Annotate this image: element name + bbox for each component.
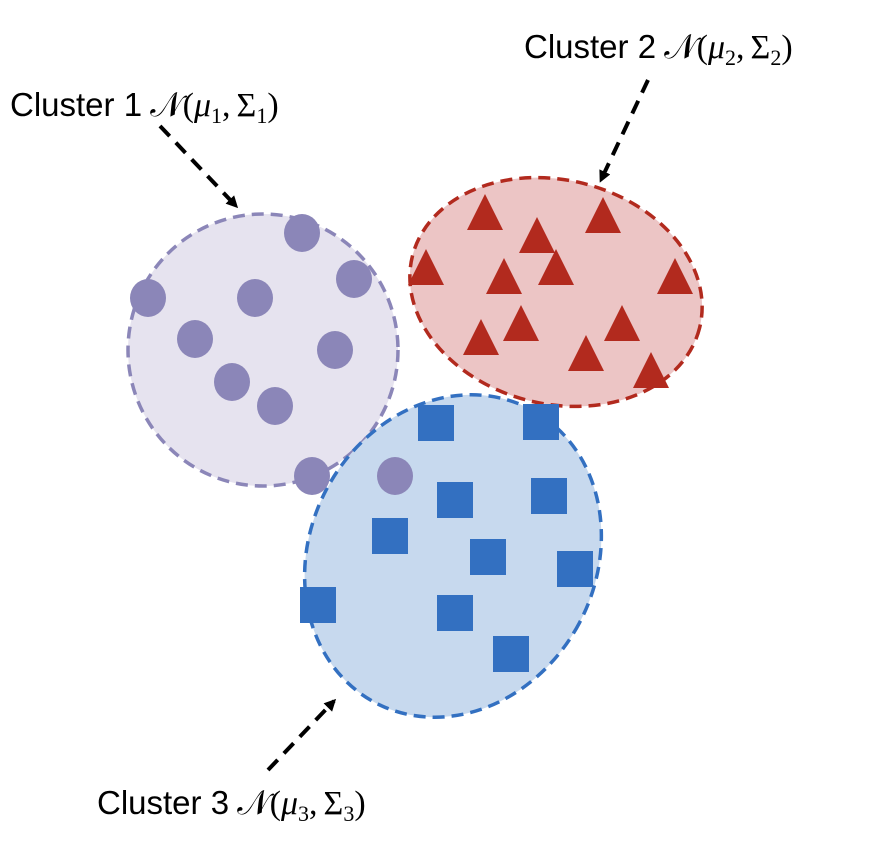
cluster-1-arrow [158, 124, 239, 209]
cluster-1-point [377, 457, 413, 495]
cluster-3-point [418, 405, 454, 441]
cluster-1-point [257, 387, 293, 425]
cluster-1-point [130, 279, 166, 317]
cluster-2-point [585, 197, 621, 233]
cluster-1-points [130, 214, 413, 495]
cluster-2-point [467, 194, 503, 230]
cluster-3-points [300, 404, 593, 672]
cluster-2-points [408, 194, 693, 388]
cluster-1-point [336, 260, 372, 298]
cluster-3-point [523, 404, 559, 440]
cluster-2-point [568, 335, 604, 371]
cluster-2-arrow [599, 79, 650, 183]
cluster-1-point [237, 279, 273, 317]
cluster-3-point [372, 518, 408, 554]
cluster-2-point [538, 249, 574, 285]
cluster-1-point [214, 363, 250, 401]
cluster-1-point [317, 331, 353, 369]
cluster-2-point [519, 217, 555, 253]
cluster-2-point [408, 249, 444, 285]
cluster-3-point [470, 539, 506, 575]
cluster-1-point [177, 320, 213, 358]
cluster-3-arrow [266, 698, 337, 772]
cluster-2-point [463, 319, 499, 355]
cluster-1-point [284, 214, 320, 252]
cluster-3-point [437, 595, 473, 631]
cluster-3-point [557, 551, 593, 587]
cluster-2-point [604, 305, 640, 341]
cluster-3-point [300, 587, 336, 623]
cluster-1-region [126, 212, 400, 488]
cluster-3-point [493, 636, 529, 672]
cluster-2-point [503, 305, 539, 341]
cluster-2-point [657, 258, 693, 294]
cluster-2-point [633, 352, 669, 388]
cluster-2-point [486, 258, 522, 294]
cluster-3-point [437, 482, 473, 518]
cluster-3-point [531, 478, 567, 514]
cluster-1-point [294, 457, 330, 495]
